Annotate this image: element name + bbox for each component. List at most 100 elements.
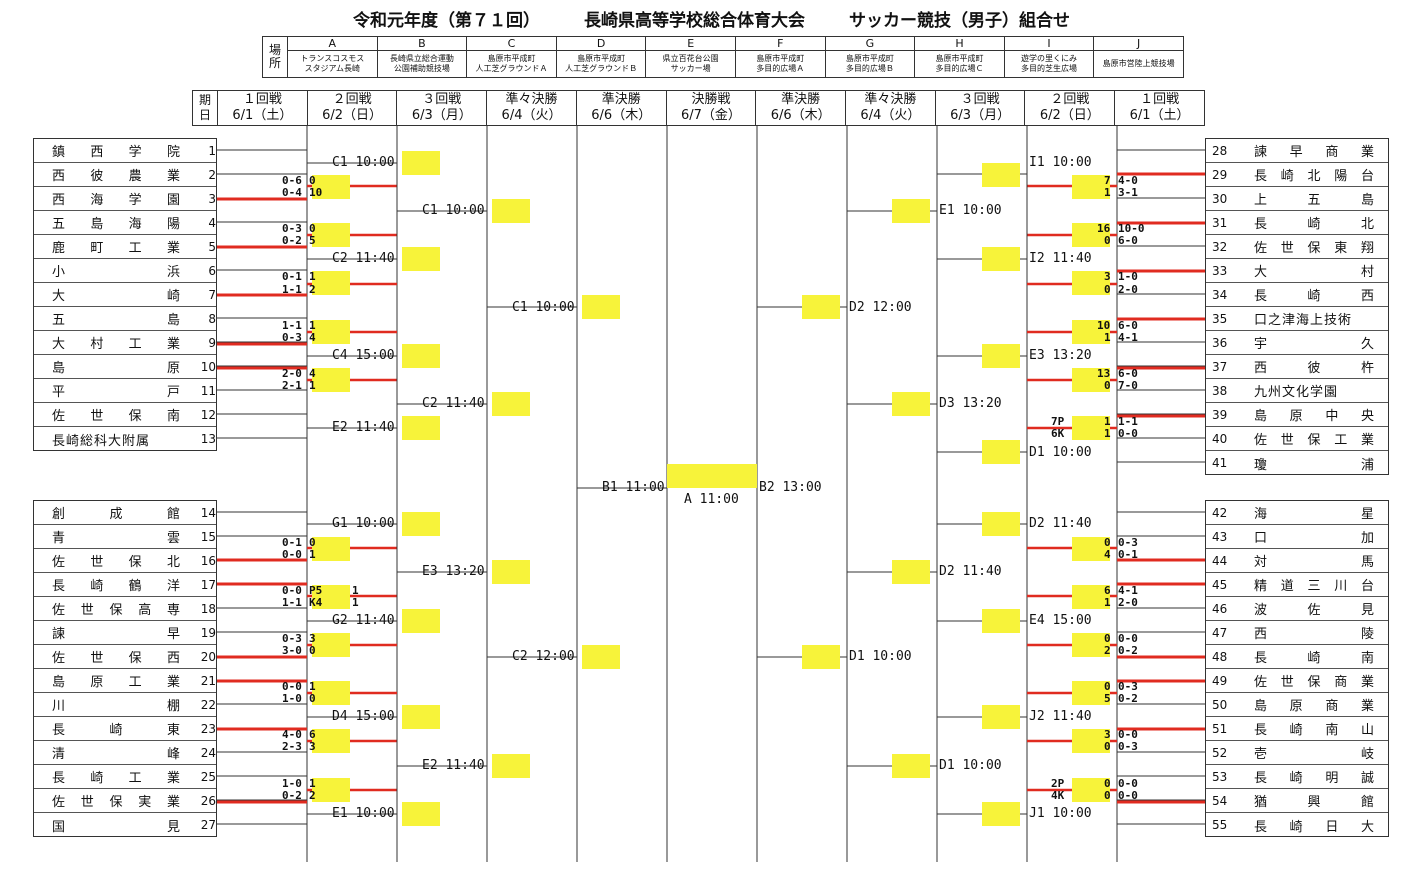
- team-number: 21: [200, 673, 216, 688]
- match-score: 1: [309, 319, 316, 332]
- match-score: 0: [1104, 680, 1111, 693]
- match-time-label: G2 11:40: [332, 613, 395, 628]
- team-name: 上五島: [1254, 193, 1374, 208]
- match-score: 6: [309, 728, 316, 741]
- match-time-label: C2 11:40: [332, 251, 395, 266]
- team-number: 24: [200, 745, 216, 760]
- highlight-box: [402, 609, 440, 633]
- team-name: 西海学園: [52, 193, 180, 208]
- team-name: 壱岐: [1254, 747, 1374, 762]
- match-score: 6-0: [1118, 367, 1138, 380]
- team-name: 口之津海上技術: [1254, 313, 1353, 328]
- match-score: 4-1: [1118, 584, 1138, 597]
- venue-table: 場 所 A B C D E F G H I J トランスコスモス スタジアム長崎…: [262, 36, 1184, 78]
- title-event: 長崎県高等学校総合体育大会: [584, 10, 805, 31]
- team-name: 長崎西: [1254, 289, 1374, 304]
- highlight-box: [312, 778, 350, 802]
- match-time-label: G1 10:00: [332, 516, 395, 531]
- match-score: 0: [309, 644, 316, 657]
- highlight-box: [312, 633, 350, 657]
- team-number: 16: [200, 553, 216, 568]
- team-number: 15: [200, 529, 216, 544]
- team-number: 48: [1212, 649, 1228, 664]
- team-number: 13: [200, 432, 216, 446]
- match-score: 0-3: [1118, 536, 1138, 549]
- highlight-box: [1072, 416, 1110, 440]
- team-name: 創成館: [52, 507, 180, 522]
- highlight-box: [1072, 320, 1110, 344]
- match-score: 4-1: [1118, 331, 1138, 344]
- highlight-box: [492, 560, 530, 584]
- match-score: 0-0: [1118, 777, 1138, 790]
- team-name: 鎮西学院: [52, 145, 180, 160]
- match-score: 4-0: [282, 728, 302, 741]
- team-name: 島原: [52, 361, 180, 376]
- match-time-label: D3 13:20: [939, 396, 1002, 411]
- team-name: 西彼杵: [1254, 361, 1374, 376]
- team-number: 51: [1212, 721, 1228, 736]
- match-score: 0-0: [1118, 427, 1138, 440]
- highlight-box: [1072, 223, 1110, 247]
- team-name: 長崎明誠: [1254, 771, 1374, 786]
- match-time-label: E2 11:40: [332, 420, 395, 435]
- match-score: 0-0: [282, 548, 302, 561]
- round-header: 準決勝 6/6（木）: [575, 90, 667, 126]
- team-name: 五島: [52, 313, 180, 328]
- team-name: 国見: [52, 819, 180, 835]
- match-score: 0-1: [1118, 548, 1138, 561]
- highlight-box: [312, 223, 350, 247]
- match-time-label: C2 11:40: [422, 396, 485, 411]
- title-sport: サッカー競技（男子）組合せ: [849, 10, 1070, 31]
- highlight-box: [1072, 175, 1110, 199]
- match-score: 10: [1097, 319, 1111, 332]
- highlight-box: [402, 344, 440, 368]
- highlight-box: [312, 585, 350, 609]
- highlight-box: [982, 163, 1020, 187]
- highlight-box: [402, 512, 440, 536]
- match-score: P5: [309, 584, 323, 597]
- team-number: 10: [200, 359, 216, 374]
- team-number: 6: [208, 263, 216, 278]
- team-name: 大村工業: [52, 337, 180, 352]
- match-score: 1: [1104, 331, 1111, 344]
- highlight-box: [402, 802, 440, 826]
- highlight-box: [312, 320, 350, 344]
- highlight-box: [1072, 271, 1110, 295]
- match-time-label: D1 10:00: [1029, 445, 1092, 460]
- team-name: 島原中央: [1254, 409, 1374, 424]
- round-header: 準々決勝 6/4（火）: [486, 90, 577, 126]
- match-score: 1: [309, 680, 316, 693]
- highlight-box: [892, 392, 930, 416]
- team-number: 36: [1212, 335, 1228, 350]
- highlight-box: [892, 560, 930, 584]
- match-time-label: E3 13:20: [422, 564, 485, 579]
- highlight-box: [1072, 681, 1110, 705]
- highlight-box: [582, 645, 620, 669]
- match-time-label: C2 12:00: [512, 649, 575, 664]
- match-score: 0: [1104, 789, 1111, 802]
- match-score: 6K: [1051, 427, 1065, 440]
- team-name: 長崎南: [1254, 651, 1374, 666]
- team-name: 長崎日大: [1254, 819, 1374, 835]
- team-number: 2: [208, 167, 216, 182]
- venue-name: トランスコスモス スタジアム長崎: [287, 50, 378, 78]
- match-time-label: D2 11:40: [1029, 516, 1092, 531]
- round-header-table: 期 日 １回戦 6/1（土） ２回戦 6/2（日） ３回戦 6/3（月） 準々決…: [192, 90, 1205, 126]
- team-name: 小浜: [52, 265, 180, 280]
- highlight-box: [492, 199, 530, 223]
- team-number: 37: [1212, 359, 1228, 374]
- match-score: 4: [309, 331, 316, 344]
- highlight-box: [402, 247, 440, 271]
- team-row: 小浜 6: [34, 259, 216, 283]
- team-number: 4: [208, 215, 216, 230]
